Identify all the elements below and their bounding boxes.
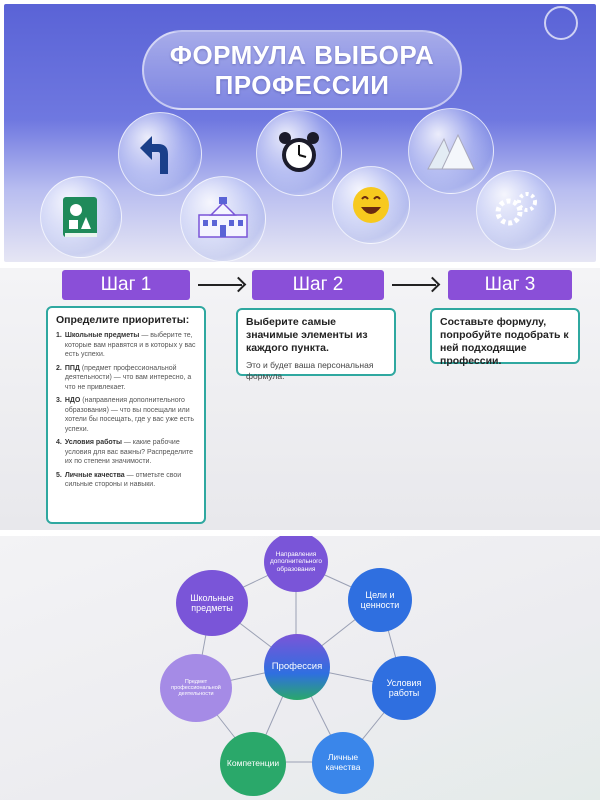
arrow-right-icon (198, 284, 242, 286)
step-3-tab: Шаг 3 (448, 270, 572, 300)
building-icon (180, 176, 266, 262)
list-item: 4.Условия работы — какие рабочие условия… (56, 439, 194, 465)
alarm-clock-icon (256, 110, 342, 196)
step-2-heading: Выберите самые значимые элементы из кажд… (246, 316, 368, 354)
logo-icon (544, 6, 578, 40)
mountain-icon (408, 108, 494, 194)
node-ppd: Предмет профессиональной деятельности (160, 654, 232, 722)
node-center-profession: Профессия (264, 634, 330, 700)
list-item: 5.Личные качества — отметьте свои сильны… (56, 471, 182, 489)
title-line-2: ПРОФЕССИИ (214, 70, 390, 100)
step-3-card: Составьте формулу, попробуйте подобрать … (430, 308, 580, 367)
step-1-tab: Шаг 1 (62, 270, 190, 300)
node-qualities: Личные качества (312, 732, 374, 794)
list-item: 2.ППД (предмет профессиональной деятельн… (56, 364, 192, 391)
gears-icon (476, 170, 556, 250)
steps-slide: Шаг 1 Шаг 2 Шаг 3 Определите приоритеты:… (0, 268, 600, 530)
step-2-tab: Шаг 2 (252, 270, 384, 300)
node-subjects: Школьные предметы (176, 570, 248, 636)
step-1-card: Определите приоритеты: 1.Школьные предме… (46, 306, 206, 524)
step-2-text: Это и будет ваша персональная формула. (246, 360, 374, 381)
formula-diagram-slide: Направления дополнительного образования … (0, 536, 600, 800)
title-banner: ФОРМУЛА ВЫБОРА ПРОФЕССИИ (142, 30, 462, 110)
node-goals: Цели и ценности (348, 568, 412, 632)
curved-arrow-icon (118, 112, 202, 196)
list-item: 3.НДО (направления дополнительного образ… (56, 397, 194, 433)
step-1-heading: Определите приоритеты: (56, 314, 190, 326)
list-item: 1.Школьные предметы — выберите те, котор… (56, 332, 196, 358)
title-slide: ФОРМУЛА ВЫБОРА ПРОФЕССИИ (4, 4, 596, 262)
node-ndo: Направления дополнительного образования (264, 536, 328, 592)
step-3-heading: Составьте формулу, попробуйте подобрать … (440, 316, 569, 367)
step-2-card: Выберите самые значимые элементы из кажд… (236, 308, 396, 381)
smiley-icon (332, 166, 410, 244)
arrow-right-icon (392, 284, 436, 286)
book-shapes-icon (40, 176, 122, 258)
node-competencies: Компетенции (220, 732, 286, 796)
title-line-1: ФОРМУЛА ВЫБОРА (169, 40, 435, 70)
node-conditions: Условия работы (372, 656, 436, 720)
